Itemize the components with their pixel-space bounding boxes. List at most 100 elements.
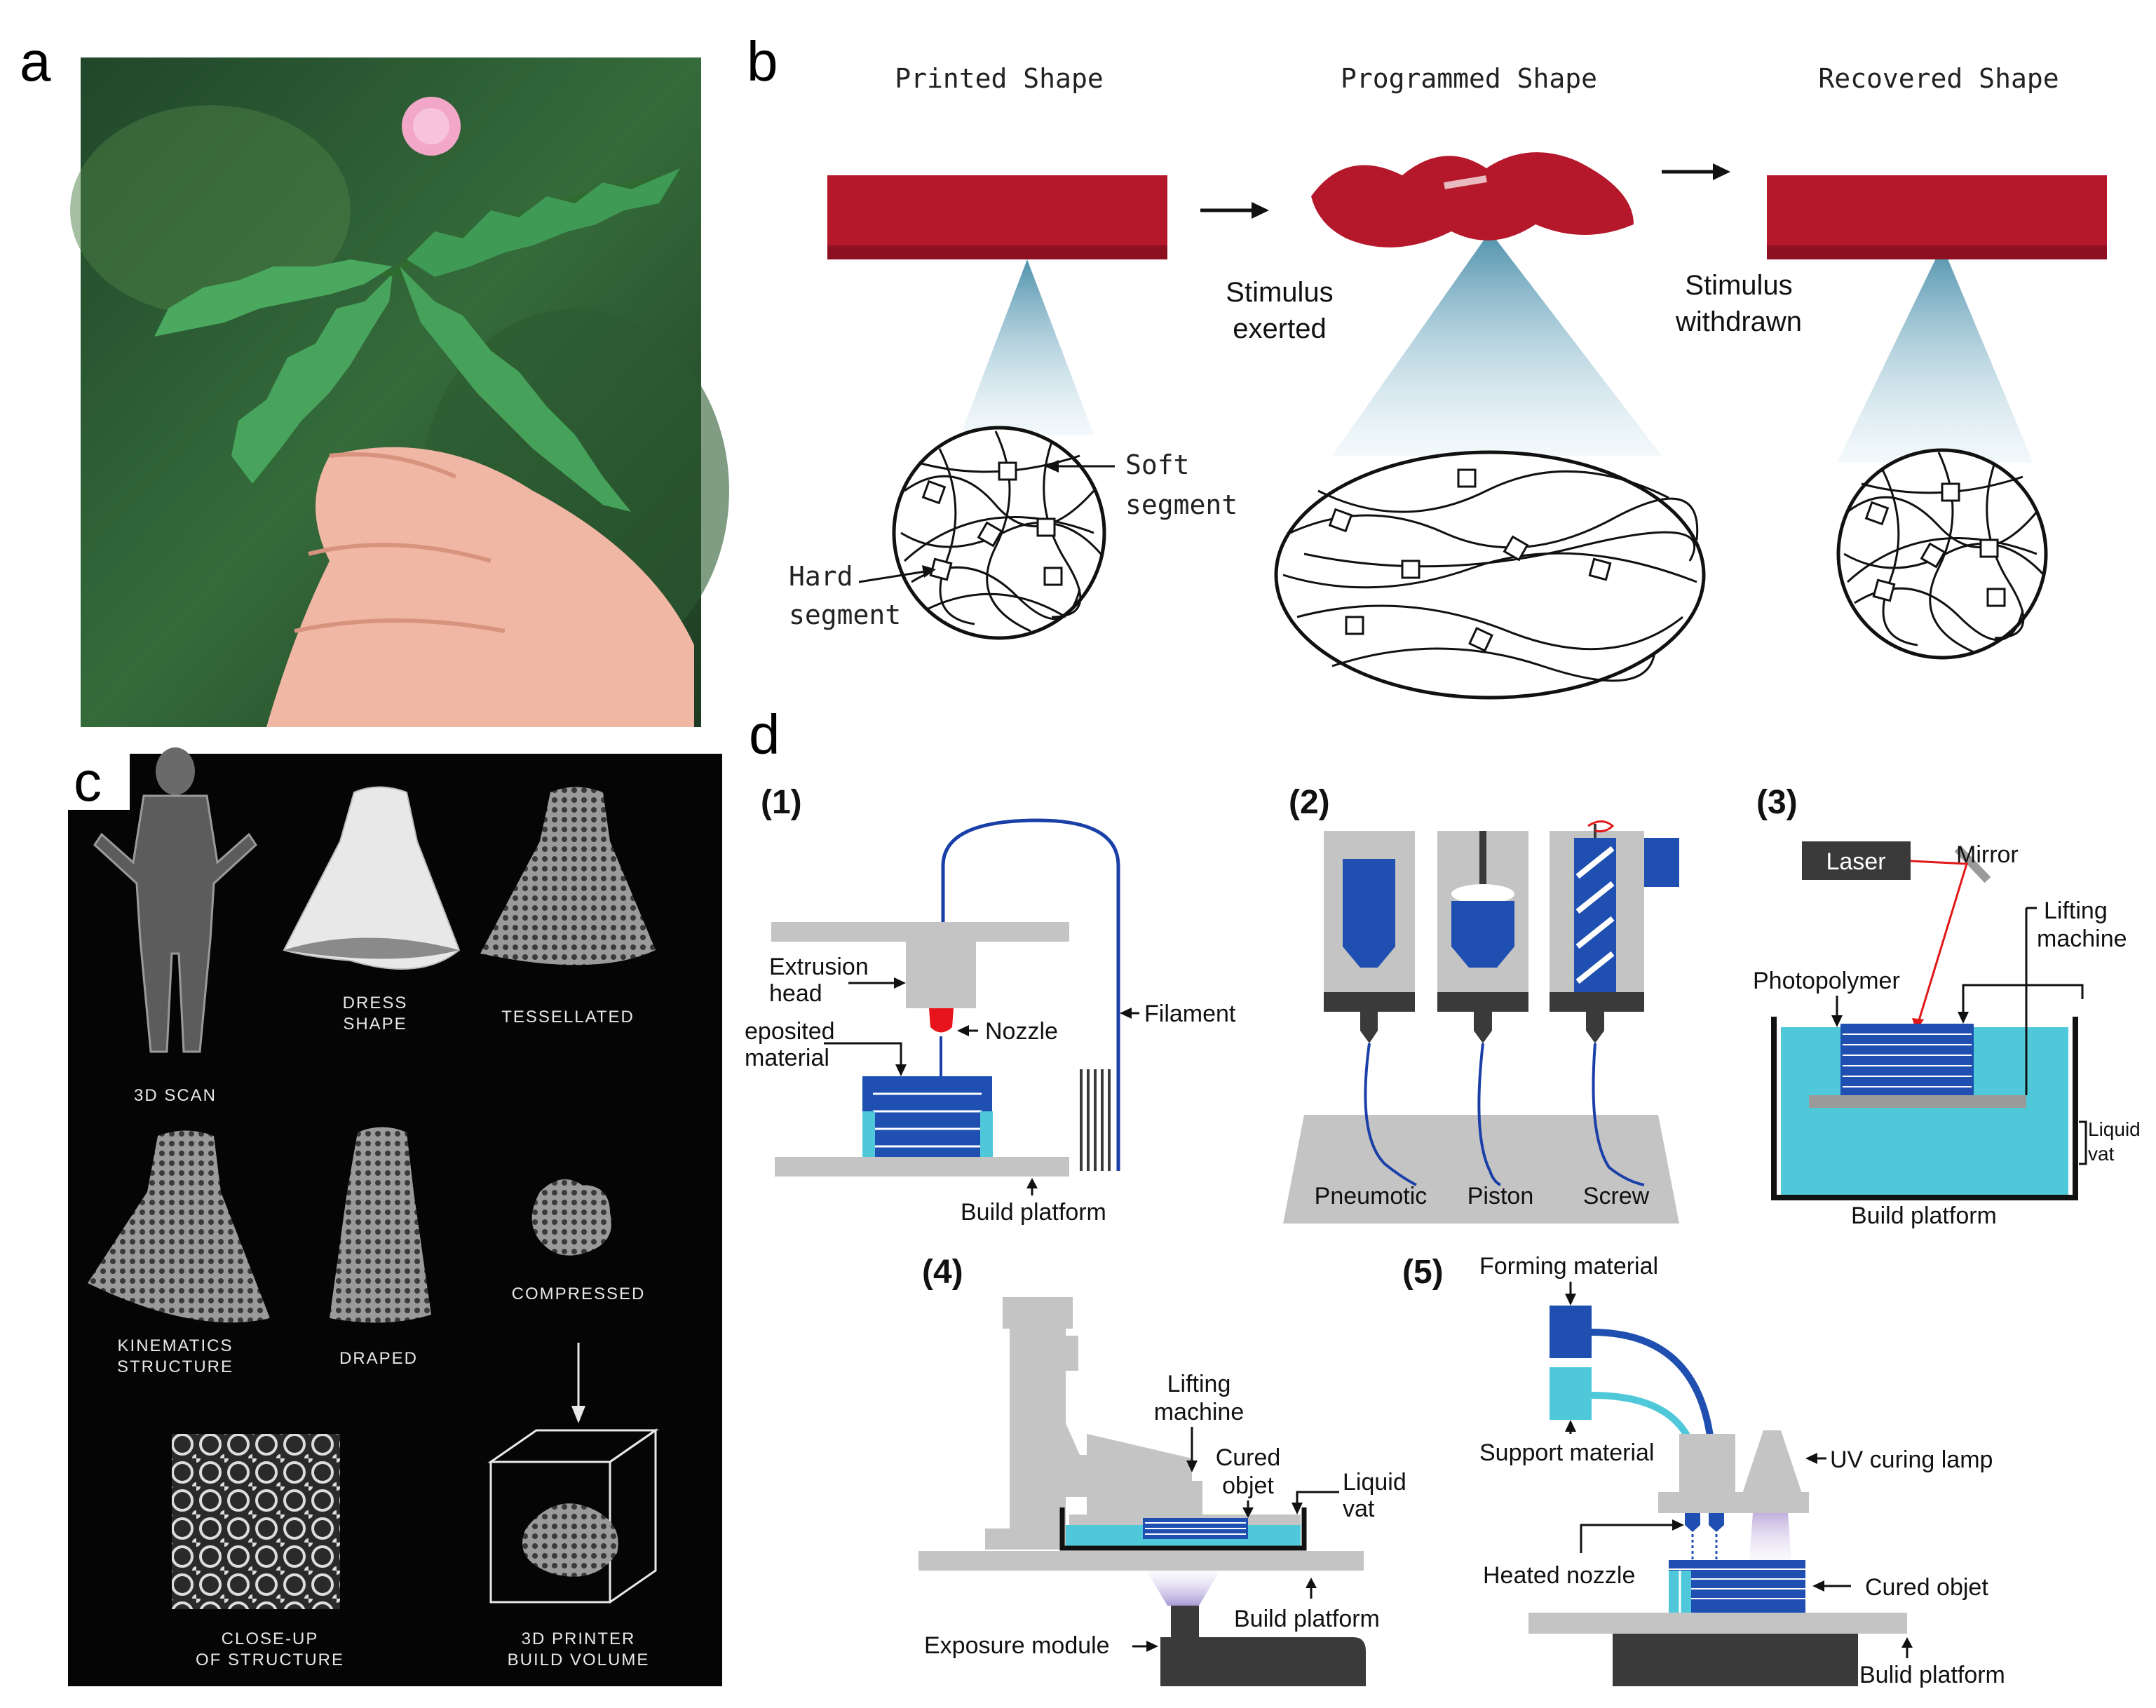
support-feed xyxy=(1591,1392,1693,1443)
print-carriage xyxy=(1658,1492,1809,1513)
panel-d: d (1) Extrusion xyxy=(745,703,2141,1688)
soft-segment-label-line1: Soft xyxy=(1125,449,1190,480)
sla-build-platform xyxy=(1809,1095,2026,1108)
caption-build-volume-1: 3D PRINTER xyxy=(522,1629,636,1648)
hand xyxy=(266,447,694,727)
heated-nozzle-1 xyxy=(1685,1513,1700,1532)
closeup-structure xyxy=(172,1434,340,1609)
panel-a: a xyxy=(20,30,729,727)
panel-b: b Printed Shape Programmed Shape Recover… xyxy=(747,30,2107,700)
uv-lamp-label: UV curing lamp xyxy=(1830,1446,1993,1473)
support-tank xyxy=(1550,1367,1592,1420)
piston-extruder xyxy=(1437,831,1528,1186)
kinematics-dress xyxy=(88,1130,270,1323)
printhead xyxy=(1679,1434,1735,1493)
forming-material-label: Forming material xyxy=(1479,1253,1658,1280)
polyjet-base xyxy=(1613,1634,1858,1686)
build-platform-label-3: Build platform xyxy=(1851,1202,1997,1229)
title-recovered-shape: Recovered Shape xyxy=(1818,63,2059,94)
vat xyxy=(1771,1017,2078,1200)
uv-light xyxy=(1749,1513,1791,1560)
dlp-lifting-label-1: Lifting xyxy=(1167,1371,1231,1397)
build-platform-label-1: Build platform xyxy=(961,1199,1106,1226)
dlp-liquid-vat-label-2: vat xyxy=(1343,1496,1375,1522)
caption-build-volume-2: BUILD VOLUME xyxy=(508,1651,650,1669)
support-right xyxy=(980,1111,993,1157)
extrusion-head-label-2: head xyxy=(769,980,822,1007)
subpanel-2-number: (2) xyxy=(1289,784,1330,821)
screw-extruder xyxy=(1550,820,1679,1186)
photopolymer-label: Photopolymer xyxy=(1753,968,1900,994)
panel-d-label: d xyxy=(749,703,780,766)
subpanel-4-dlp: (4) Lifting machine Cured obj xyxy=(918,1254,1406,1686)
lifting-label-1: Lifting xyxy=(2044,897,2108,924)
laser-label: Laser xyxy=(1826,848,1885,875)
subpanel-2-extruders: (2) xyxy=(1283,784,1679,1224)
caption-tessellated: TESSELLATED xyxy=(501,1008,635,1026)
heated-nozzle-2 xyxy=(1709,1513,1724,1532)
subpanel-1-extrusion: (1) Extrusion head xyxy=(745,784,1236,1226)
heated-nozzle-label: Heated nozzle xyxy=(1483,1562,1635,1589)
filament-line xyxy=(941,818,1120,1171)
nozzle xyxy=(929,1008,954,1033)
liquid-vat-label-2: vat xyxy=(2088,1143,2115,1165)
polymer-network-programmed xyxy=(1274,450,1706,700)
zoom-cone xyxy=(961,259,1094,435)
nozzle-label: Nozzle xyxy=(985,1018,1058,1045)
lifting-label-2: machine xyxy=(2037,926,2127,952)
title-printed-shape: Printed Shape xyxy=(895,63,1103,94)
polyjet-build-platform-label: Bulid platform xyxy=(1859,1662,2005,1688)
exposure-module xyxy=(1160,1637,1366,1686)
tower-top xyxy=(1003,1297,1073,1329)
mimosa-photo xyxy=(70,57,729,727)
uv-lamp xyxy=(1742,1430,1802,1493)
laser-box xyxy=(1802,841,1911,880)
soft-segment-label-line2: segment xyxy=(1125,489,1238,520)
dlp-vat xyxy=(1059,1507,1307,1551)
subpanel-1-number: (1) xyxy=(761,784,802,821)
dlp-cured-label-1: Cured xyxy=(1216,1444,1281,1471)
panel-a-label: a xyxy=(20,30,51,93)
caption-kinematics-1: KINEMATICS xyxy=(118,1336,233,1355)
extruder-platform xyxy=(1283,1115,1679,1224)
forming-feed xyxy=(1591,1329,1714,1442)
3d-scan-figure xyxy=(93,747,257,1053)
tessellated-dress xyxy=(480,787,656,965)
forming-tank xyxy=(1550,1306,1592,1358)
sla-part xyxy=(1840,1024,1974,1095)
draped-dress xyxy=(330,1127,431,1323)
subpanel-3-number: (3) xyxy=(1756,784,1798,821)
stimulus-withdrawn-line1: Stimulus xyxy=(1685,270,1792,301)
exposure-module-label: Exposure module xyxy=(924,1632,1110,1659)
laser-beam xyxy=(1910,860,1968,1021)
deposited-label-1: eposited xyxy=(745,1018,835,1045)
pneumatic-label: Pneumotic xyxy=(1315,1183,1428,1209)
compressed-dress xyxy=(531,1179,611,1256)
caption-3d-scan: 3D SCAN xyxy=(134,1086,217,1105)
subpanel-3-sla: (3) Laser Mirror Lifting machine Photopo… xyxy=(1753,784,2141,1229)
caption-kinematics-2: STRUCTURE xyxy=(117,1357,233,1376)
build-volume-cube xyxy=(487,1428,659,1604)
subpanel-4-number: (4) xyxy=(922,1254,963,1291)
caption-dress-shape-1: DRESS xyxy=(343,994,408,1012)
hard-segment-label-line2: segment xyxy=(789,599,901,630)
zoom-cone xyxy=(1837,245,2033,463)
filament-label: Filament xyxy=(1144,1001,1236,1027)
screw-label: Screw xyxy=(1583,1183,1650,1209)
zoom-cone xyxy=(1332,231,1662,456)
pneumatic-extruder xyxy=(1324,831,1417,1186)
dlp-build-platform xyxy=(918,1551,1364,1571)
subpanel-5-polyjet: (5) Forming material Support material xyxy=(1402,1253,2005,1688)
support-left xyxy=(862,1111,875,1157)
extrusion-head-label-1: Extrusion xyxy=(769,954,869,980)
subpanel-5-number: (5) xyxy=(1402,1254,1444,1291)
printed-part xyxy=(862,1076,992,1157)
caption-closeup-1: CLOSE-UP xyxy=(222,1629,319,1648)
cured-objet-label: Cured objet xyxy=(1865,1574,1988,1601)
stimulus-exerted-line2: exerted xyxy=(1233,313,1326,344)
piston-label: Piston xyxy=(1467,1183,1534,1209)
polymer-network-recovered xyxy=(1836,448,2048,660)
tower xyxy=(1010,1329,1066,1529)
deposited-label-2: material xyxy=(745,1045,829,1071)
